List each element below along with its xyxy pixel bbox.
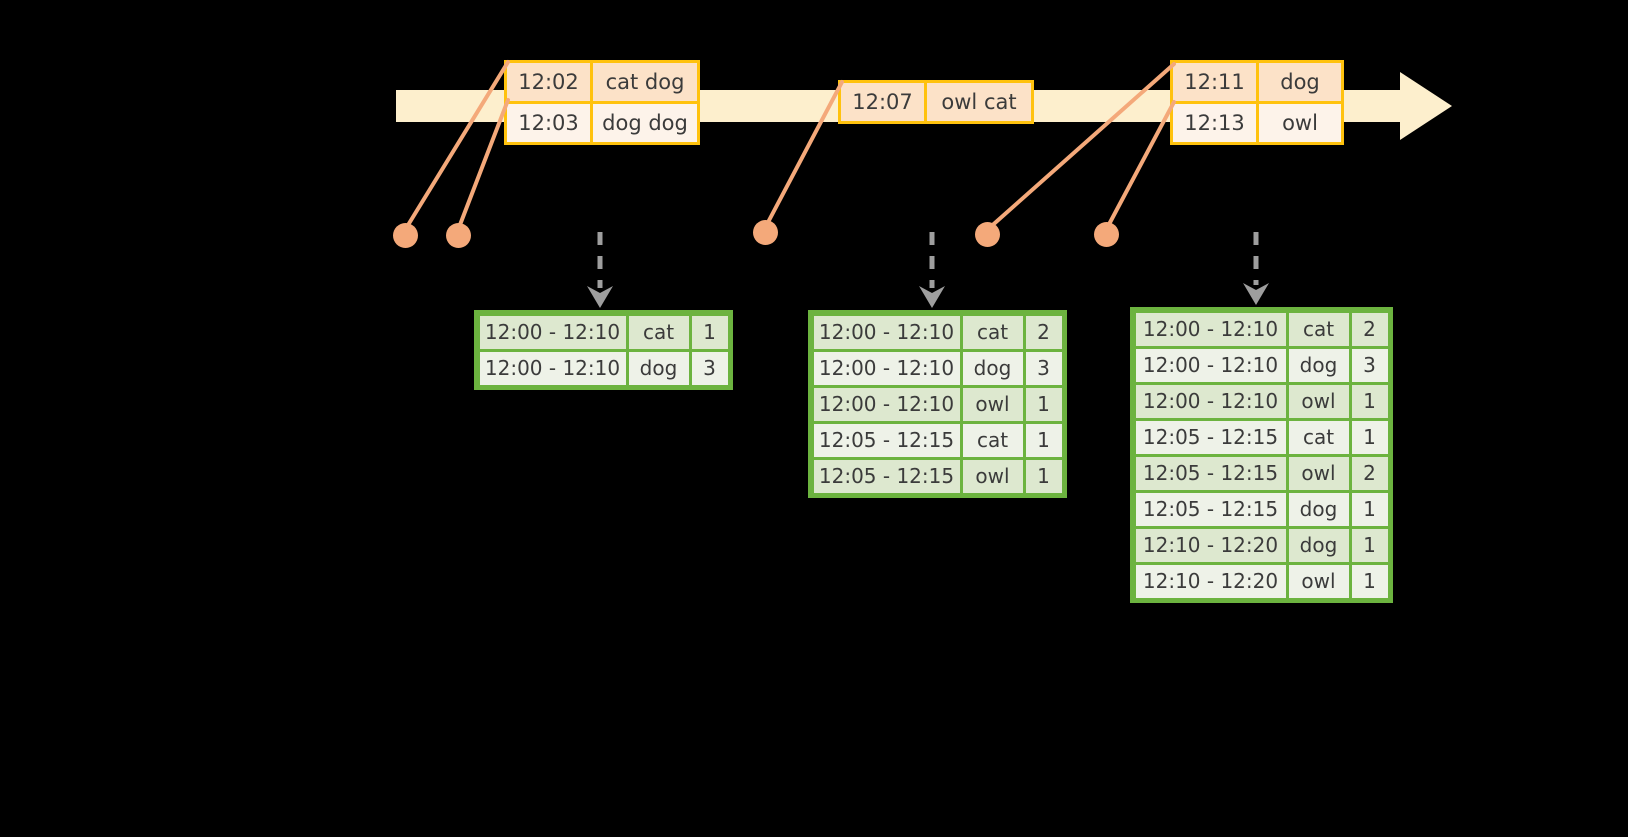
word-cell: cat <box>962 315 1023 349</box>
window-cell: 12:00 - 12:10 <box>813 351 960 385</box>
word-cell: dog <box>1288 348 1349 382</box>
event-row: 12:13 owl <box>1173 101 1341 142</box>
window-cell: 12:00 - 12:10 <box>1135 348 1286 382</box>
count-cell: 2 <box>1351 456 1388 490</box>
event-words: owl <box>1259 104 1341 142</box>
count-cell: 1 <box>1025 459 1062 493</box>
count-cell: 1 <box>1351 564 1388 598</box>
word-cell: cat <box>1288 312 1349 346</box>
window-cell: 12:05 - 12:15 <box>1135 492 1286 526</box>
event-time: 12:02 <box>507 63 593 101</box>
word-cell: owl <box>1288 564 1349 598</box>
dashed-arrow-to-table-3-head-icon <box>1243 283 1269 305</box>
count-cell: 1 <box>1025 423 1062 457</box>
window-cell: 12:05 - 12:15 <box>1135 420 1286 454</box>
event-time: 12:07 <box>841 83 927 121</box>
word-cell: dog <box>962 351 1023 385</box>
event-time: 12:13 <box>1173 104 1259 142</box>
dot-12-11 <box>975 222 1000 247</box>
word-cell: owl <box>962 459 1023 493</box>
event-words: cat dog <box>593 63 697 101</box>
dot-12-13 <box>1094 222 1119 247</box>
dashed-arrow-to-table-1-head-icon <box>587 286 613 308</box>
window-cell: 12:10 - 12:20 <box>1135 528 1286 562</box>
dot-12-07 <box>753 220 778 245</box>
word-cell: owl <box>1288 384 1349 418</box>
window-cell: 12:00 - 12:10 <box>1135 312 1286 346</box>
event-words: owl cat <box>927 83 1031 121</box>
event-row: 12:02 cat dog <box>507 63 697 101</box>
leader-12-02 <box>403 60 510 232</box>
dashed-arrow-to-table-2-head-icon <box>919 286 945 308</box>
count-cell: 1 <box>1351 384 1388 418</box>
word-cell: cat <box>628 315 689 349</box>
count-cell: 3 <box>691 351 728 385</box>
window-cell: 12:00 - 12:10 <box>813 387 960 421</box>
event-words: dog dog <box>593 104 697 142</box>
word-cell: cat <box>962 423 1023 457</box>
window-cell: 12:05 - 12:15 <box>1135 456 1286 490</box>
dot-12-03 <box>446 223 471 248</box>
dot-12-02 <box>393 223 418 248</box>
word-cell: cat <box>1288 420 1349 454</box>
event-group-c[interactable]: 12:11 dog 12:13 owl <box>1170 60 1344 145</box>
word-cell: dog <box>1288 492 1349 526</box>
window-cell: 12:00 - 12:10 <box>813 315 960 349</box>
event-time: 12:11 <box>1173 63 1259 101</box>
count-cell: 2 <box>1025 315 1062 349</box>
word-cell: owl <box>962 387 1023 421</box>
count-cell: 1 <box>1025 387 1062 421</box>
word-cell: dog <box>1288 528 1349 562</box>
count-cell: 3 <box>1351 348 1388 382</box>
count-cell: 1 <box>1351 528 1388 562</box>
word-cell: dog <box>628 351 689 385</box>
count-cell: 2 <box>1351 312 1388 346</box>
window-cell: 12:05 - 12:15 <box>813 423 960 457</box>
count-cell: 1 <box>1351 420 1388 454</box>
count-cell: 3 <box>1025 351 1062 385</box>
window-cell: 12:10 - 12:20 <box>1135 564 1286 598</box>
event-row: 12:03 dog dog <box>507 101 697 142</box>
event-words: dog <box>1259 63 1341 101</box>
window-cell: 12:05 - 12:15 <box>813 459 960 493</box>
count-cell: 1 <box>1351 492 1388 526</box>
event-time: 12:03 <box>507 104 593 142</box>
window-cell: 12:00 - 12:10 <box>479 351 626 385</box>
event-row: 12:11 dog <box>1173 63 1341 101</box>
event-group-a[interactable]: 12:02 cat dog 12:03 dog dog <box>504 60 700 145</box>
count-cell: 1 <box>691 315 728 349</box>
event-group-b[interactable]: 12:07 owl cat <box>838 80 1034 124</box>
timeline-arrowhead-icon <box>1400 72 1452 140</box>
word-cell: owl <box>1288 456 1349 490</box>
window-cell: 12:00 - 12:10 <box>479 315 626 349</box>
event-row: 12:07 owl cat <box>841 83 1031 121</box>
window-cell: 12:00 - 12:10 <box>1135 384 1286 418</box>
